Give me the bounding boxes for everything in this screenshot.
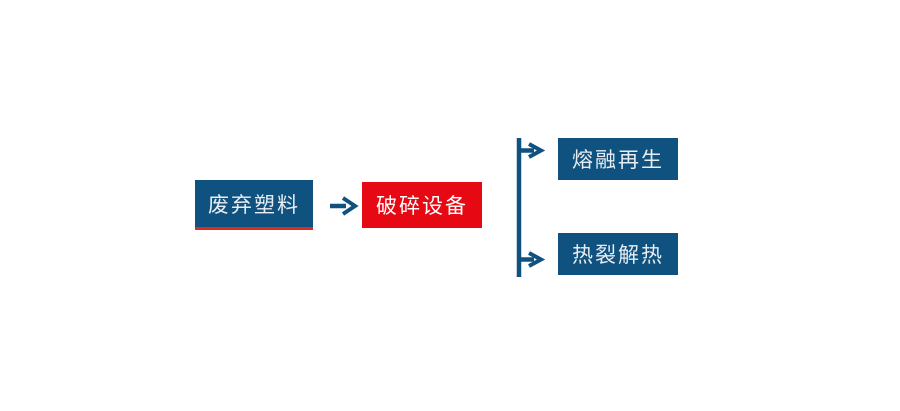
branch-top-arrow-icon xyxy=(521,142,546,159)
branch-top-head-icon xyxy=(528,142,546,159)
branch-bottom-head-icon xyxy=(528,251,546,268)
node-crushing-equipment: 破碎设备 xyxy=(362,182,482,228)
main-arrow-head-icon xyxy=(341,196,359,216)
node-crushing-equipment-label: 破碎设备 xyxy=(376,194,468,218)
node-melt-regeneration: 熔融再生 xyxy=(558,138,678,180)
node-waste-plastic: 废弃塑料 xyxy=(195,180,313,230)
node-waste-plastic-label: 废弃塑料 xyxy=(208,192,300,217)
node-thermal-pyrolysis-label: 热裂解热 xyxy=(572,243,664,267)
node-thermal-pyrolysis: 热裂解热 xyxy=(558,233,678,275)
main-flow-arrow-icon xyxy=(330,196,359,216)
branch-bottom-arrow-icon xyxy=(521,251,546,268)
node-melt-regeneration-label: 熔融再生 xyxy=(572,148,664,172)
